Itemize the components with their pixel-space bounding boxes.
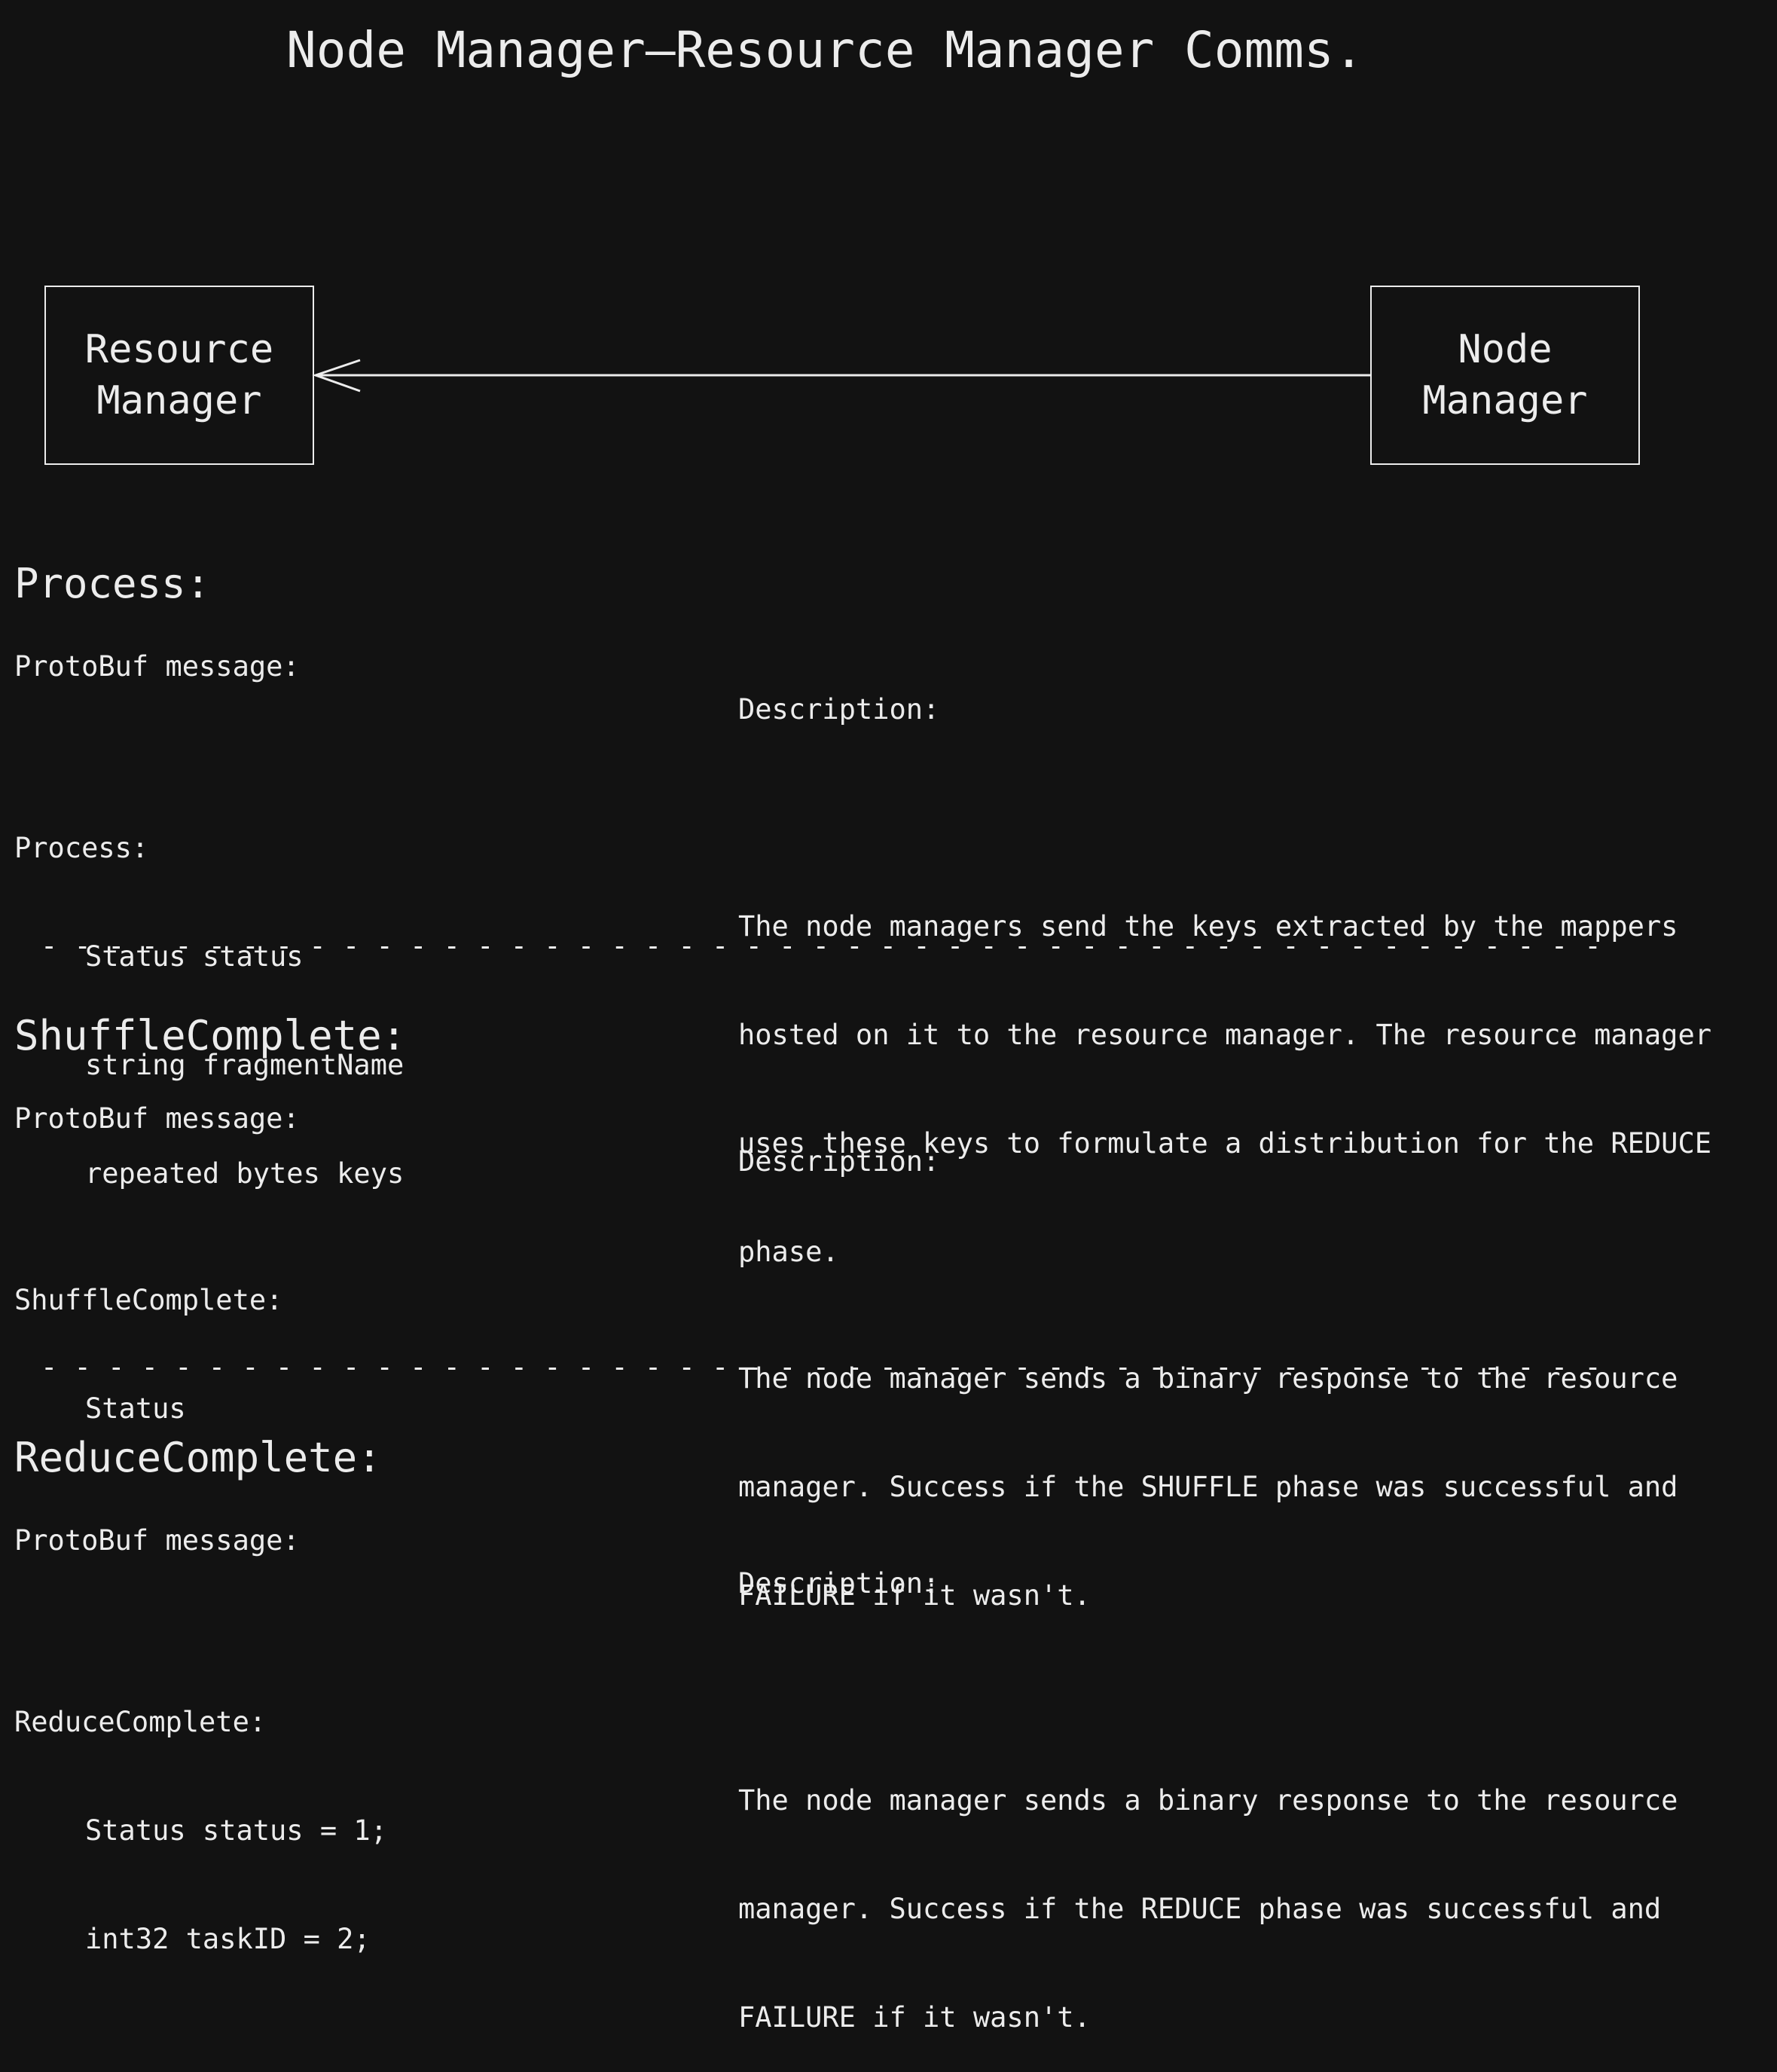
section-divider: - - - - - - - - - - - - - - - - - - - - … xyxy=(41,1351,1601,1383)
description-label: Description: xyxy=(738,1567,940,1600)
arrow-connector xyxy=(312,359,1370,393)
protobuf-code-block: ShuffleComplete: Status xyxy=(14,1210,282,1463)
protobuf-code-block: ReduceComplete: Status status = 1; int32… xyxy=(14,1632,387,1994)
section-heading-shufflecomplete: ShuffleComplete: xyxy=(14,1012,407,1059)
resource-manager-label-line2: Manager xyxy=(96,378,262,423)
protobuf-code-block: Process: Status status string fragmentNa… xyxy=(14,758,404,1228)
page-title: Node Manager—Resource Manager Comms. xyxy=(286,21,1364,79)
description-line: manager. Success if the REDUCE phase was… xyxy=(738,1893,1662,1925)
description-line: FAILURE if it wasn't. xyxy=(738,1579,1091,1612)
description-line: FAILURE if it wasn't. xyxy=(738,2001,1091,2034)
protobuf-label: ProtoBuf message: xyxy=(14,1102,300,1135)
description-block: Description: The node managers send the … xyxy=(738,619,1711,1306)
description-line: uses these keys to formulate a distribut… xyxy=(738,1127,1712,1160)
node-manager-box: Node Manager xyxy=(1370,286,1640,465)
message-name: Process: xyxy=(14,832,149,864)
protobuf-label: ProtoBuf message: xyxy=(14,1524,300,1557)
description-line: The node manager sends a binary response… xyxy=(738,1362,1678,1395)
section-heading-process: Process: xyxy=(14,560,211,607)
message-field: Status status xyxy=(85,940,304,973)
description-line: phase. xyxy=(738,1236,839,1268)
message-field: Status xyxy=(85,1392,186,1425)
arrow-head-icon xyxy=(312,359,361,393)
section-divider: - - - - - - - - - - - - - - - - - - - - … xyxy=(41,930,1601,962)
description-line: The node managers send the keys extracte… xyxy=(738,910,1678,943)
section-heading-reducecomplete: ReduceComplete: xyxy=(14,1434,382,1481)
description-label: Description: xyxy=(738,1145,940,1178)
message-name: ShuffleComplete: xyxy=(14,1284,283,1316)
message-field: string fragmentName xyxy=(85,1049,405,1081)
node-manager-label-line2: Manager xyxy=(1422,378,1588,423)
message-name: ReduceComplete: xyxy=(14,1706,267,1738)
description-line: The node manager sends a binary response… xyxy=(738,1784,1678,1817)
protobuf-label: ProtoBuf message: xyxy=(14,650,300,683)
description-line: hosted on it to the resource manager. Th… xyxy=(738,1019,1712,1051)
message-field: repeated bytes keys xyxy=(85,1157,405,1190)
description-block: Description: The node manager sends a bi… xyxy=(738,1493,1678,2072)
message-field: int32 taskID = 2; xyxy=(85,1923,371,1955)
message-field: Status status = 1; xyxy=(85,1814,387,1847)
resource-manager-label-line1: Resource xyxy=(84,327,274,372)
description-label: Description: xyxy=(738,693,940,726)
description-block: Description: The node manager sends a bi… xyxy=(738,1071,1678,1650)
node-manager-label-line1: Node xyxy=(1458,327,1553,372)
description-line: manager. Success if the SHUFFLE phase wa… xyxy=(738,1471,1678,1503)
